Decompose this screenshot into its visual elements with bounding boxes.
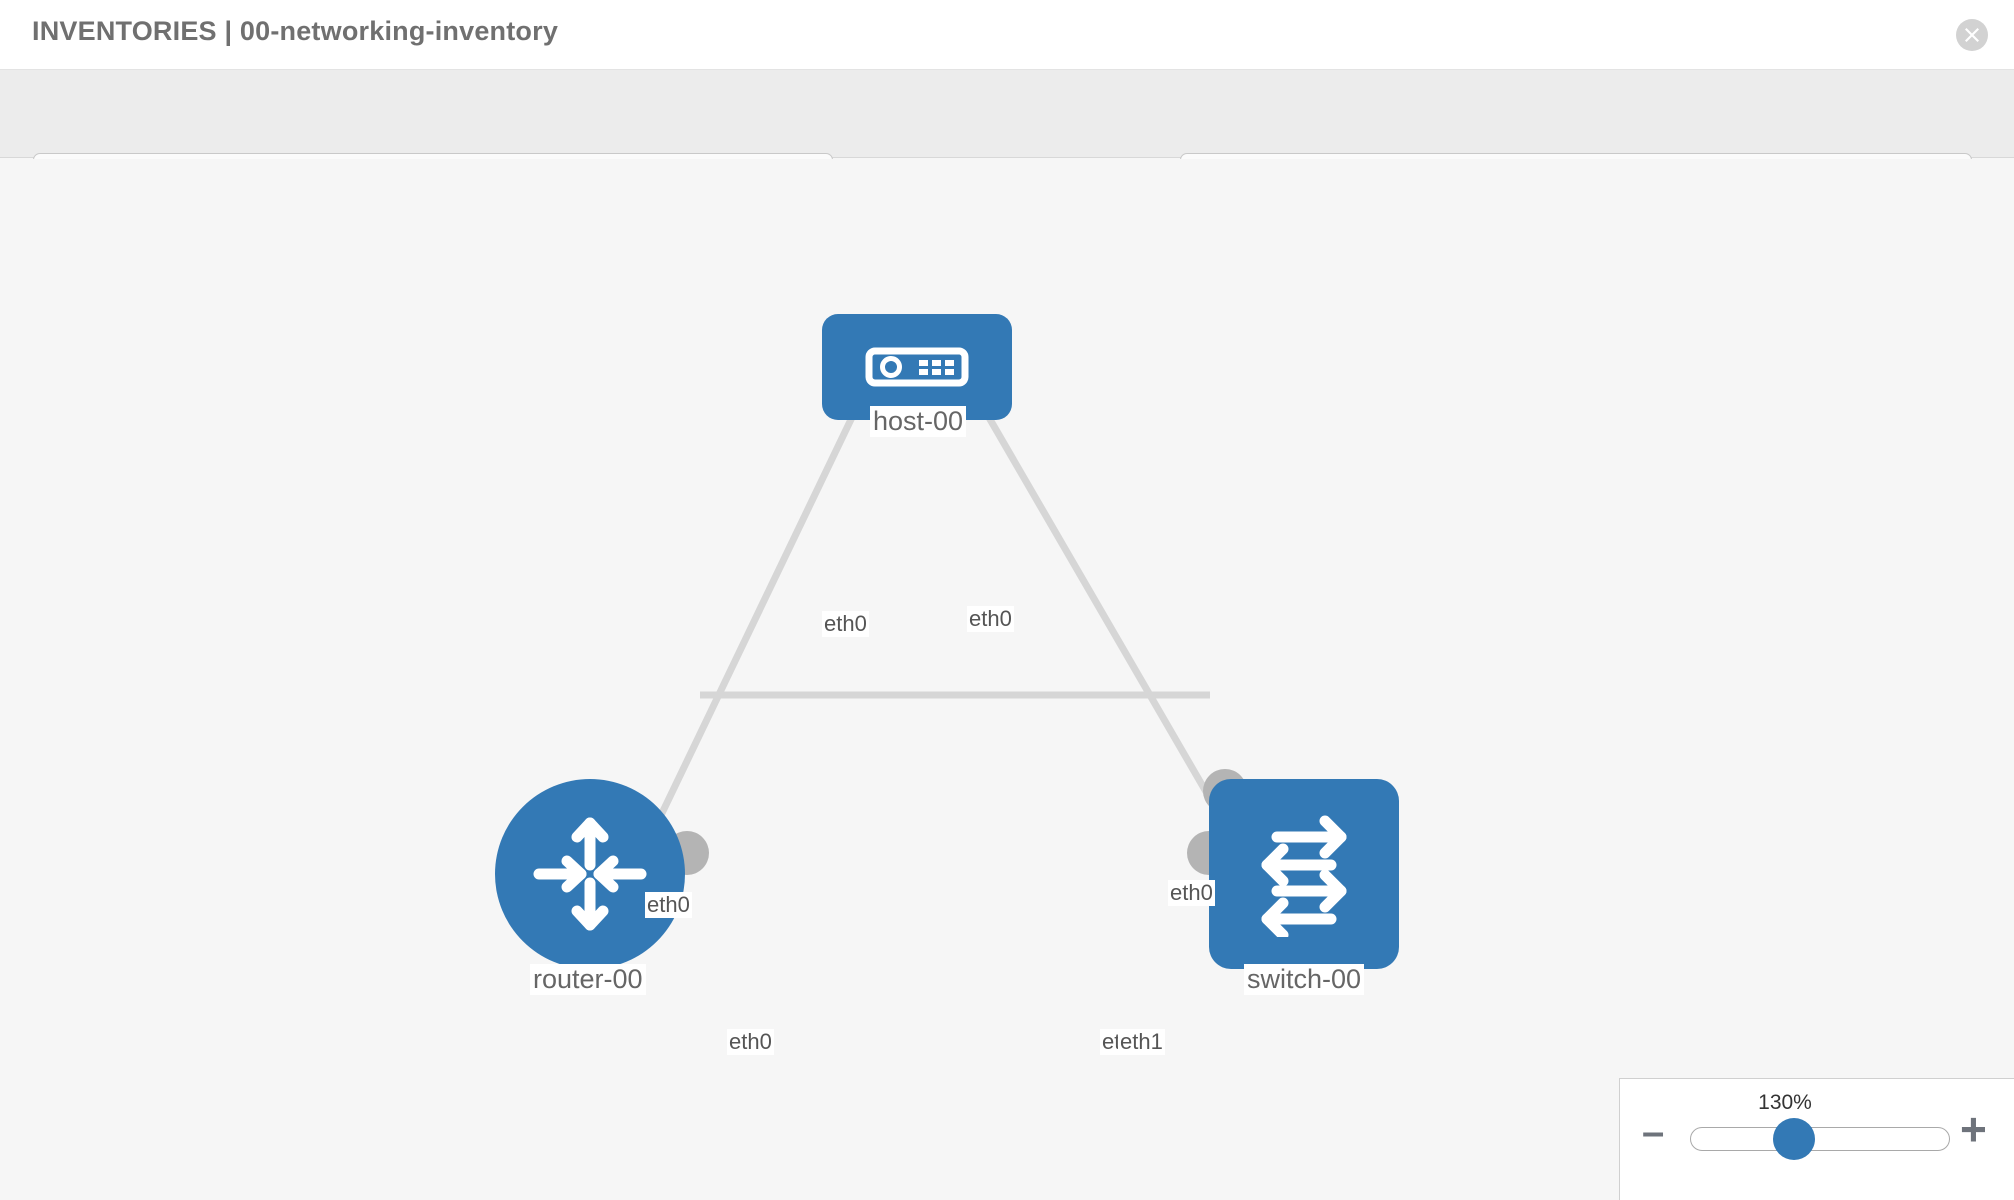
node-label: router-00 [530,964,646,995]
node-label: switch-00 [1244,964,1365,995]
topology-edges [636,357,1249,861]
node-label: host-00 [870,406,967,437]
edge-label-host-right: eth0 [967,606,1014,632]
zoom-control-panel: 130% – + [1619,1078,2014,1200]
edge-label-router-right: eth0 [727,1029,774,1055]
node-router-00[interactable]: router-00 [495,779,685,1009]
node-switch-00[interactable]: switch-00 [1209,779,1399,1009]
zoom-slider-handle[interactable] [1773,1118,1815,1160]
edge-label-switch-left: eth1 [1118,1029,1165,1055]
zoom-in-button[interactable]: + [1960,1103,1987,1155]
close-icon[interactable] [1956,19,1988,51]
zoom-out-button[interactable]: – [1642,1110,1665,1154]
router-arrows-icon [495,779,685,969]
node-host-00[interactable]: host-00 [822,314,1012,514]
page-title: INVENTORIES | 00-networking-inventory [32,16,559,46]
edge-label-router-uplink: eth0 [645,892,692,918]
toolbar: ACTIONS SEARCH [0,70,2014,201]
edge-label-switch-uplink: eth0 [1168,880,1215,906]
topology-canvas[interactable]: host-00 router-00 [0,159,2014,1200]
edge-label-host-left: eth0 [822,611,869,637]
zoom-level-value: 130% [1758,1091,1812,1114]
page-header: INVENTORIES | 00-networking-inventory [0,0,2014,70]
switch-arrows-icon [1209,779,1399,969]
zoom-slider-track[interactable] [1690,1127,1950,1151]
server-device-icon [822,314,1012,420]
